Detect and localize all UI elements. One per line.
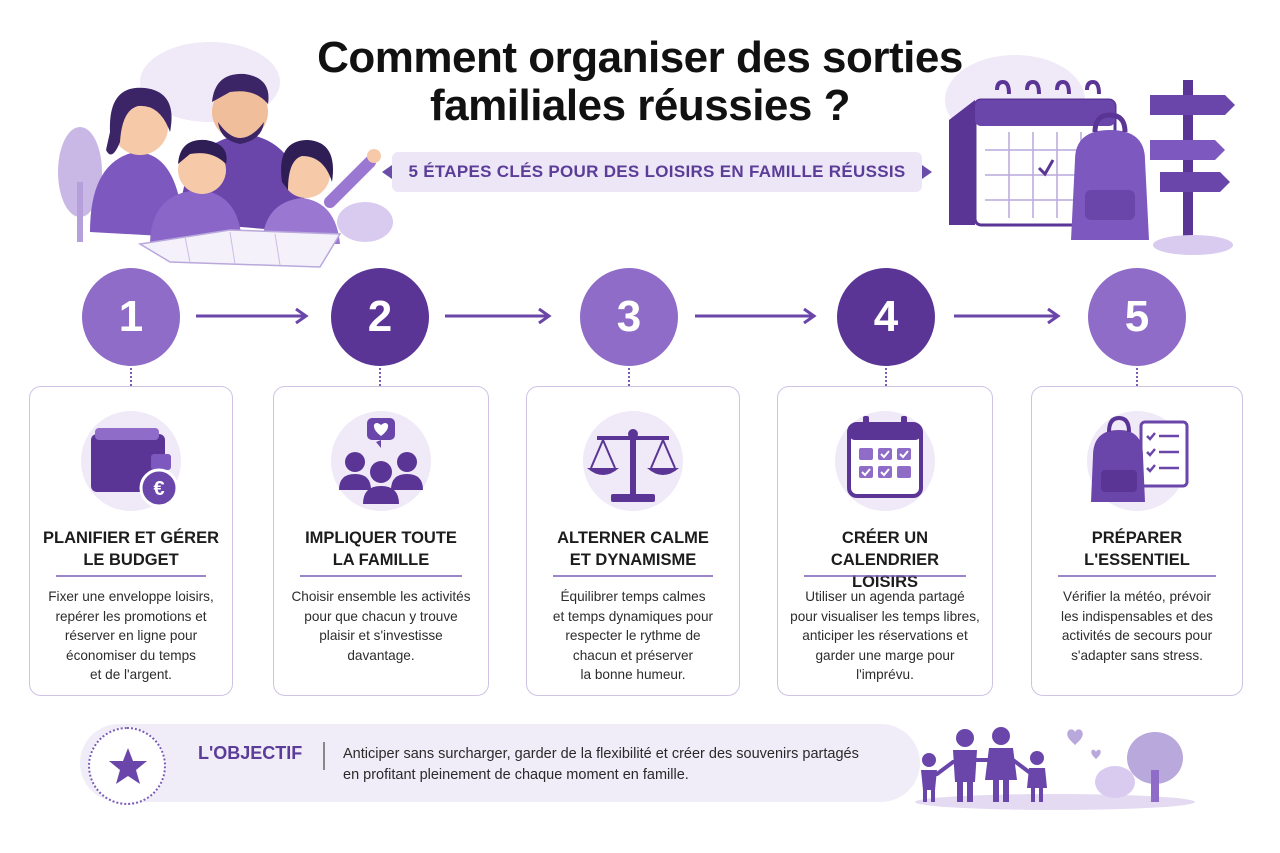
backpack-checklist-icon (1091, 415, 1189, 502)
text-line: plaisir et s'investisse (319, 628, 443, 643)
step-5-title: PRÉPARER L'ESSENTIEL (1032, 527, 1242, 571)
step-5-title-line-2: L'ESSENTIEL (1084, 551, 1190, 569)
family-heart-icon (339, 418, 423, 504)
step-3-description: Équilibrer temps calmes et temps dynamiq… (535, 587, 731, 685)
step-1-circle: 1 (82, 268, 180, 366)
step-5-card: PRÉPARER L'ESSENTIEL Vérifier la météo, … (1031, 386, 1243, 696)
text-line: chacun et préserver (572, 647, 694, 663)
card-divider (1058, 575, 1216, 577)
objective-text: Anticiper sans surcharger, garder de la … (343, 744, 903, 786)
text-line: Fixer une enveloppe loisirs, (48, 589, 214, 604)
title-line-1: Comment organiser des sorties (317, 33, 963, 82)
step-1-icon-badge: € (81, 411, 181, 511)
step-2-icon-badge (331, 411, 431, 511)
title-line-2: familiales réussies ? (430, 81, 850, 131)
text-line: les indispensables et des (1061, 608, 1213, 624)
step-5-number: 5 (1124, 292, 1150, 341)
connector-line (130, 368, 132, 386)
page-title: Comment organiser des sorties familiales… (260, 33, 1020, 131)
calendar-backpack-signpost-illustration (945, 55, 1235, 255)
objective-divider (323, 742, 325, 770)
family-map-illustration (58, 42, 393, 268)
step-2-title-line-1: IMPLIQUER TOUTE (305, 529, 457, 547)
text-line: Vérifier la météo, prévoir (1062, 589, 1212, 604)
text-line: Utiliser un agenda partagé (805, 589, 965, 604)
card-divider (553, 575, 713, 577)
step-4-icon-badge (835, 411, 935, 511)
step-2-circle: 2 (331, 268, 429, 366)
text-line: Choisir ensemble les activités (291, 589, 471, 604)
card-divider (300, 575, 462, 577)
step-1-description: Fixer une enveloppe loisirs, repérer les… (38, 587, 224, 685)
step-2-number: 2 (367, 292, 393, 341)
arrow-right-icon (954, 307, 1061, 325)
arrow-right-icon (196, 307, 309, 325)
text-line: et temps dynamiques pour (552, 608, 714, 624)
text-line: garder une marge pour (815, 647, 955, 663)
subtitle-text: 5 ÉTAPES CLÉS POUR DES LOISIRS EN FAMILL… (408, 162, 906, 181)
text-line: la bonne humeur. (580, 667, 686, 682)
family-silhouette-illustration (915, 727, 1195, 810)
star-icon (109, 748, 147, 784)
step-1-title-line-1: PLANIFIER ET GÉRER (42, 529, 219, 547)
arrow-right-icon (445, 307, 552, 325)
text-line: pour visualiser les temps libres, (790, 608, 980, 624)
step-1-number: 1 (118, 292, 144, 341)
connector-line (379, 368, 381, 386)
text-line: repérer les promotions et (55, 608, 207, 624)
text-line: s'adapter sans stress. (1071, 647, 1203, 663)
step-5-title-line-1: PRÉPARER (1091, 529, 1183, 547)
calendar-check-icon (847, 416, 923, 498)
step-2-title: IMPLIQUER TOUTE LA FAMILLE (274, 527, 488, 571)
step-1-title: PLANIFIER ET GÉRER LE BUDGET (30, 527, 232, 571)
text-line: Équilibrer temps calmes (560, 589, 706, 604)
text-line: réserver en ligne pour (64, 628, 198, 643)
step-4-circle: 4 (837, 268, 935, 366)
text-line: respecter le rythme de (565, 628, 701, 643)
connector-line (628, 368, 630, 386)
objective-text-line-2: en profitant pleinement de chaque moment… (343, 767, 689, 783)
balance-scale-icon (587, 429, 679, 502)
step-2-card: IMPLIQUER TOUTE LA FAMILLE Choisir ensem… (273, 386, 489, 696)
step-4-title-line-1: CRÉER UN CALENDRIER (830, 529, 940, 569)
objective-banner (80, 724, 920, 802)
arrow-right-icon (695, 307, 817, 325)
step-3-title: ALTERNER CALME ET DYNAMISME (527, 527, 739, 571)
objective-text-line-1: Anticiper sans surcharger, garder de la … (343, 746, 859, 762)
step-3-card: ALTERNER CALME ET DYNAMISME Équilibrer t… (526, 386, 740, 696)
objective-label: L'OBJECTIF (198, 743, 303, 763)
text-line: anticiper les réservations et (802, 628, 968, 643)
step-4-card: CRÉER UN CALENDRIER LOISIRS Utiliser un … (777, 386, 993, 696)
step-3-title-line-2: ET DYNAMISME (569, 551, 697, 569)
step-1-title-line-2: LE BUDGET (83, 551, 179, 569)
subtitle-banner: 5 ÉTAPES CLÉS POUR DES LOISIRS EN FAMILL… (392, 152, 922, 192)
step-2-description: Choisir ensemble les activités pour que … (282, 587, 480, 665)
step-2-title-line-2: LA FAMILLE (332, 551, 430, 569)
step-3-icon-badge (583, 411, 683, 511)
card-divider (56, 575, 206, 577)
connector-line (1136, 368, 1138, 386)
text-line: activités de secours pour (1061, 628, 1213, 643)
connector-line (885, 368, 887, 386)
step-4-description: Utiliser un agenda partagé pour visualis… (786, 587, 984, 685)
text-line: pour que chacun y trouve (304, 608, 458, 624)
step-3-number: 3 (616, 292, 642, 341)
svg-text:€: € (153, 478, 164, 500)
step-3-circle: 3 (580, 268, 678, 366)
card-divider (804, 575, 966, 577)
step-4-number: 4 (873, 292, 899, 341)
objective-star-badge (88, 727, 166, 805)
text-line: et de l'argent. (90, 667, 172, 682)
wallet-euro-icon: € (91, 428, 179, 508)
step-3-title-line-1: ALTERNER CALME (557, 529, 709, 547)
step-5-description: Vérifier la météo, prévoir les indispens… (1040, 587, 1234, 665)
step-5-icon-badge (1087, 411, 1189, 511)
step-4-title-line-2: LOISIRS (851, 573, 918, 591)
text-line: davantage. (347, 647, 415, 663)
text-line: économiser du temps (66, 647, 196, 663)
step-1-card: € PLANIFIER ET GÉRER LE BUDGET Fixer une… (29, 386, 233, 696)
step-5-circle: 5 (1088, 268, 1186, 366)
step-4-title: CRÉER UN CALENDRIER LOISIRS (778, 527, 992, 593)
text-line: l'imprévu. (856, 667, 914, 682)
